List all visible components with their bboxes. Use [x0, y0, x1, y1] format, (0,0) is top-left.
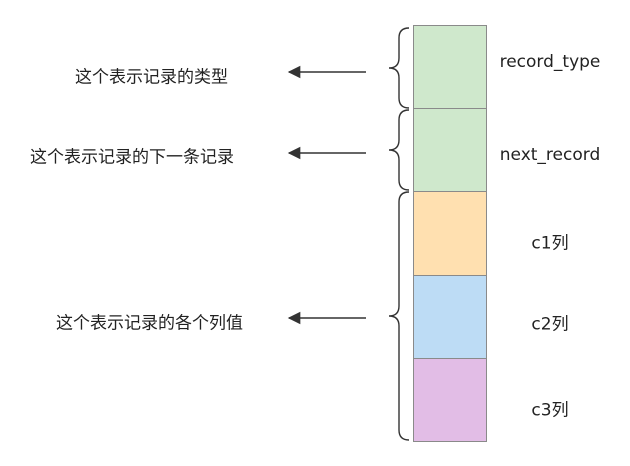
c1-label: c1列: [531, 233, 569, 254]
c2-block: [413, 275, 487, 359]
record-type-label: record_type: [499, 52, 601, 72]
c2-label: c2列: [531, 314, 569, 335]
record-type-brace: [388, 27, 410, 109]
next-record-label: next_record: [499, 145, 601, 165]
c3-block: [413, 358, 487, 442]
column-values-description: 这个表示记录的各个列值: [56, 313, 243, 334]
column-values-brace: [388, 191, 410, 441]
c3-label: c3列: [531, 400, 569, 421]
record-type-block: [413, 25, 487, 109]
next-record-block: [413, 108, 487, 192]
record-type-description: 这个表示记录的类型: [75, 67, 228, 88]
next-record-brace: [388, 109, 410, 191]
next-record-description: 这个表示记录的下一条记录: [30, 147, 234, 168]
